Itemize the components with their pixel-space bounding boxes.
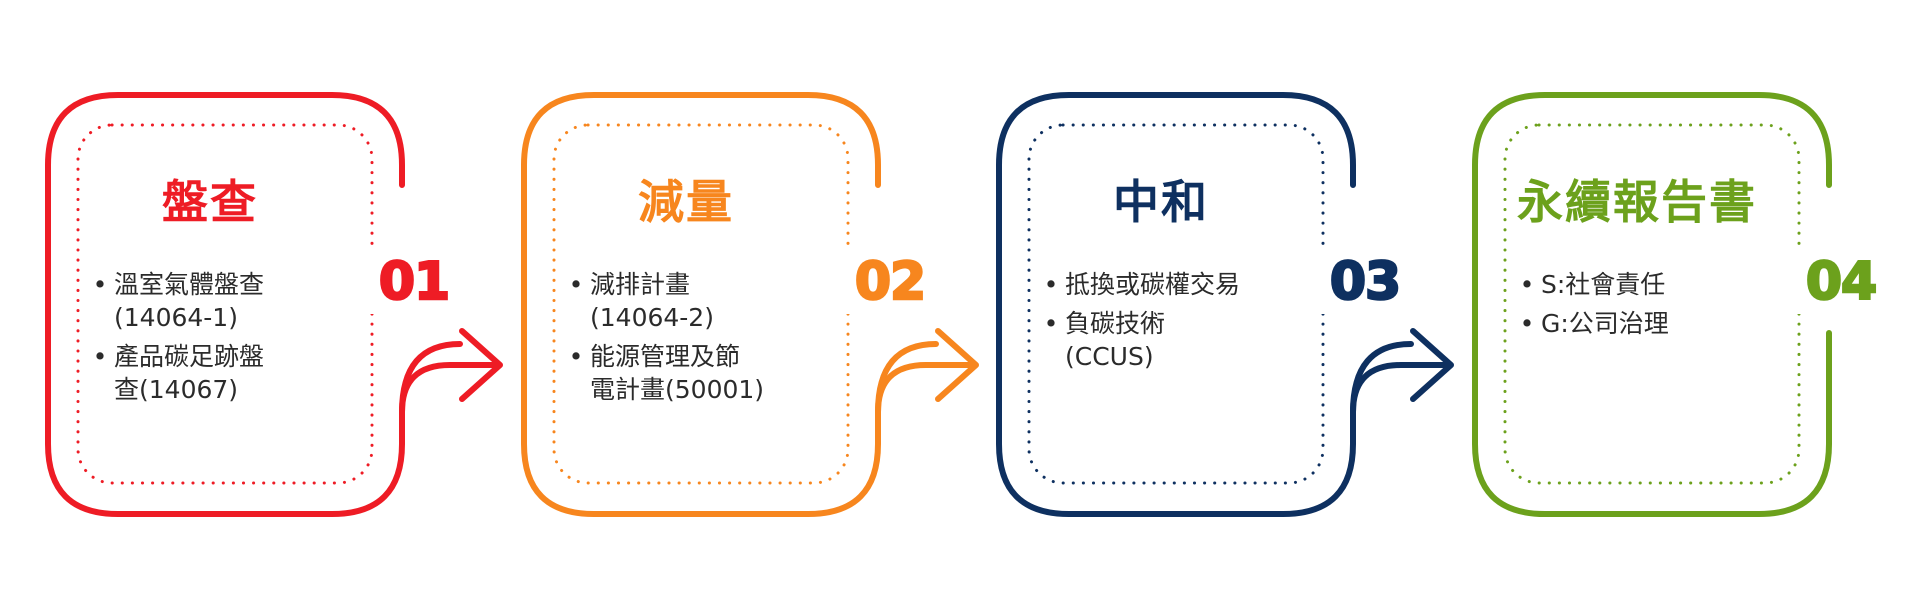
list-item-text: S:社會責任 xyxy=(1541,270,1666,299)
step-number: 03 xyxy=(1312,250,1418,314)
step-sustainability-report: 永續報告書 04 •S:社會責任 •G:公司治理 xyxy=(1427,0,1907,609)
list-item: •產品碳足跡盤 查(14067) xyxy=(90,340,330,406)
step-title: 中和 xyxy=(1113,175,1209,229)
step-neutralization: 中和 03 •抵換或碳權交易 •負碳技術 (CCUS) xyxy=(951,0,1454,609)
step-number: 01 xyxy=(361,250,467,314)
step-title: 減量 xyxy=(638,175,734,229)
list-item-text: G:公司治理 xyxy=(1541,309,1669,338)
step-item-list: •減排計畫 (14064-2) •能源管理及節 電計畫(50001) xyxy=(566,268,806,412)
list-item-text: 能源管理及節 電計畫(50001) xyxy=(590,342,765,404)
list-item-text: 減排計畫 (14064-2) xyxy=(590,270,714,332)
list-item-text: 產品碳足跡盤 查(14067) xyxy=(114,342,265,404)
list-item: •G:公司治理 xyxy=(1517,307,1757,340)
arrow-shaft xyxy=(875,362,977,415)
list-item: •負碳技術 (CCUS) xyxy=(1041,307,1281,373)
bullet-icon: • xyxy=(1043,309,1059,338)
bullet-icon: • xyxy=(1043,270,1059,299)
arrow-shaft xyxy=(399,362,501,415)
step-reduction: 減量 02 •減排計畫 (14064-2) •能源管理及節 電計畫(50001) xyxy=(476,0,979,609)
bullet-icon: • xyxy=(568,342,584,371)
arrow-head xyxy=(1410,328,1454,402)
step-item-list: •溫室氣體盤查 (14064-1) •產品碳足跡盤 查(14067) xyxy=(90,268,330,412)
list-item: •溫室氣體盤查 (14064-1) xyxy=(90,268,330,334)
list-item: •抵換或碳權交易 xyxy=(1041,268,1281,301)
list-item-text: 負碳技術 (CCUS) xyxy=(1065,309,1166,371)
list-item: •能源管理及節 電計畫(50001) xyxy=(566,340,806,406)
step-title: 盤查 xyxy=(162,175,258,229)
step-title: 永續報告書 xyxy=(1517,175,1757,229)
bullet-icon: • xyxy=(1519,309,1535,338)
bullet-icon: • xyxy=(1519,270,1535,299)
step-item-list: •S:社會責任 •G:公司治理 xyxy=(1517,268,1757,346)
arrow-head xyxy=(935,328,979,402)
list-item-text: 抵換或碳權交易 xyxy=(1065,270,1241,299)
arrow-head xyxy=(459,328,503,402)
bullet-icon: • xyxy=(568,270,584,299)
bullet-icon: • xyxy=(92,270,108,299)
list-item: •減排計畫 (14064-2) xyxy=(566,268,806,334)
list-item-text: 溫室氣體盤查 (14064-1) xyxy=(114,270,265,332)
step-inventory: 盤查 01 •溫室氣體盤查 (14064-1) •產品碳足跡盤 查(14067) xyxy=(0,0,503,609)
bullet-icon: • xyxy=(92,342,108,371)
step-item-list: •抵換或碳權交易 •負碳技術 (CCUS) xyxy=(1041,268,1281,379)
outer-frame-solid xyxy=(1472,92,1832,517)
step-number: 04 xyxy=(1788,250,1894,314)
step-number: 02 xyxy=(837,250,943,314)
arrow-shaft xyxy=(1350,362,1452,415)
list-item: •S:社會責任 xyxy=(1517,268,1757,301)
